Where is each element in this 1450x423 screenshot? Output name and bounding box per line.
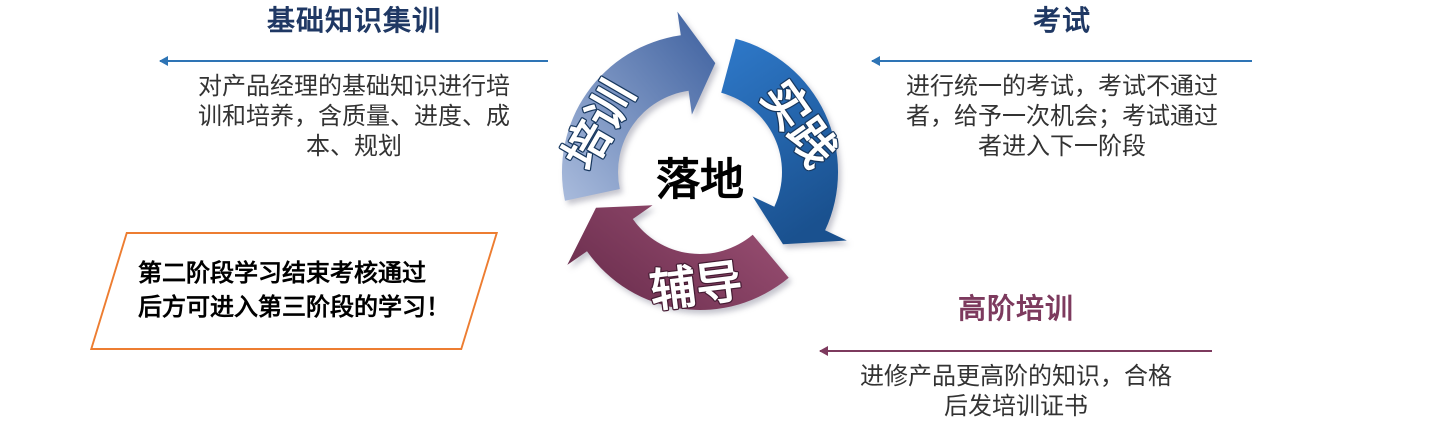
note-content: 第二阶段学习结束考核通过 后方可进入第三阶段的学习！ bbox=[110, 234, 478, 348]
section-advanced-training: 高阶培训 进修产品更高阶的知识，合格后发培训证书 bbox=[819, 292, 1212, 422]
cycle-segment-coaching-arrow bbox=[567, 205, 789, 310]
section-exam: 考试 进行统一的考试，考试不通过者，给予一次机会；考试通过者进入下一阶段 bbox=[866, 4, 1258, 162]
basic-training-description: 对产品经理的基础知识进行培训和培养，含质量、进度、成本、规划 bbox=[198, 73, 510, 160]
advanced-training-description: 进修产品更高阶的知识，合格后发培训证书 bbox=[860, 363, 1172, 420]
note-line: 后方可进入第三阶段的学习！ bbox=[138, 294, 450, 321]
exam-left-arrow-line bbox=[871, 56, 1252, 66]
cycle-segment-training-arrow bbox=[561, 11, 716, 201]
basic-training-left-arrow-line bbox=[159, 56, 548, 66]
exam-title: 考试 bbox=[1032, 5, 1091, 36]
cycle-segment-practice-arrow bbox=[721, 38, 847, 245]
cycle-label-coaching: 辅导 bbox=[647, 255, 745, 318]
training-cycle-diagram: 培训 实践 辅导 落地 bbox=[552, 11, 848, 319]
cycle-center-label: 落地 bbox=[656, 156, 744, 205]
advanced-training-left-arrow-line bbox=[819, 346, 1212, 356]
basic-training-title: 基础知识集训 bbox=[266, 5, 441, 36]
section-basic-training: 基础知识集训 对产品经理的基础知识进行培训和培养，含质量、进度、成本、规划 bbox=[158, 4, 550, 162]
advanced-training-title: 高阶培训 bbox=[957, 293, 1074, 324]
exam-description: 进行统一的考试，考试不通过者，给予一次机会；考试通过者进入下一阶段 bbox=[906, 73, 1218, 160]
note-line: 第二阶段学习结束考核通过 bbox=[138, 260, 426, 287]
note-parallelogram: 第二阶段学习结束考核通过 后方可进入第三阶段的学习！ bbox=[89, 232, 499, 350]
